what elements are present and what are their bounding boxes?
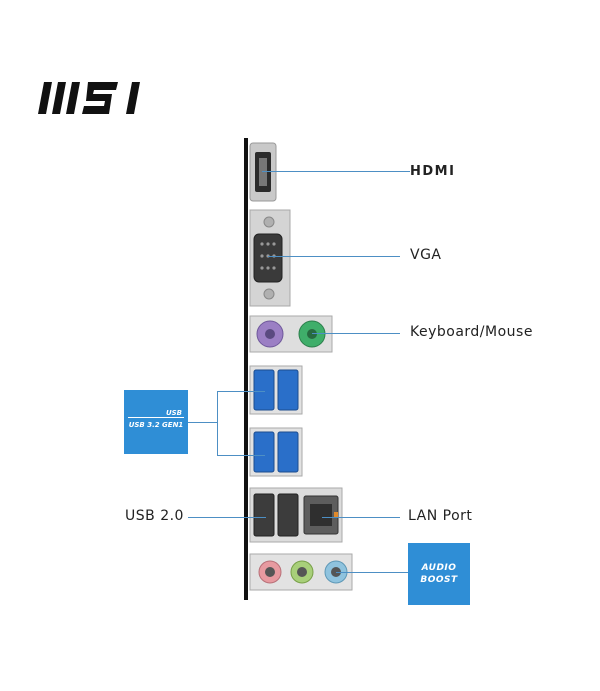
msi-logo xyxy=(36,80,152,116)
lan-leader-line xyxy=(322,517,400,518)
keyboard-mouse-label: Keyboard/Mouse xyxy=(410,324,533,340)
audio-boost-badge: AUDIO BOOST xyxy=(408,543,470,605)
audio-boost-line1: AUDIO xyxy=(421,563,457,573)
usb32-badge-bottom: USB 3.2 GEN1 xyxy=(128,421,184,429)
usb32-badge-top: USB xyxy=(165,409,182,417)
io-bracket xyxy=(244,138,248,600)
usb32-bottom-line xyxy=(217,455,265,456)
usb2-label: USB 2.0 xyxy=(125,508,184,524)
usb2-lan-ports xyxy=(249,487,343,543)
usb2-leader-line xyxy=(188,517,266,518)
usb32-ports xyxy=(249,365,303,477)
hdmi-leader-line xyxy=(262,171,410,172)
hdmi-port xyxy=(249,142,277,202)
usb32-leader-line xyxy=(188,422,218,423)
audio-boost-line2: BOOST xyxy=(420,575,458,585)
usb32-bracket-line xyxy=(217,391,218,455)
ps2-leader-line xyxy=(312,333,400,334)
usb32-badge: USB USB 3.2 GEN1 xyxy=(124,390,188,454)
msi-logo-mark xyxy=(38,82,140,114)
audio-ports xyxy=(249,553,353,591)
vga-port xyxy=(249,209,291,307)
ps2-port xyxy=(249,315,333,353)
vga-leader-line xyxy=(268,256,400,257)
lan-port-label: LAN Port xyxy=(408,508,473,524)
audio-leader-line xyxy=(336,572,408,573)
vga-label: VGA xyxy=(410,247,442,263)
hdmi-label: HDMI xyxy=(410,164,456,179)
usb32-top-line xyxy=(217,391,265,392)
